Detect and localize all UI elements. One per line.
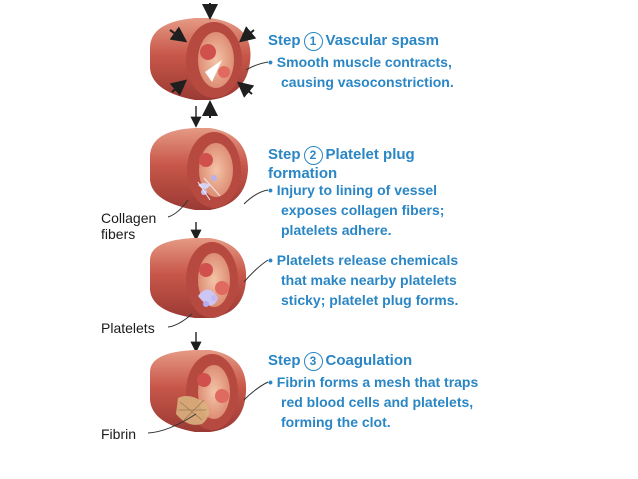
- label-leaders: [147, 61, 269, 434]
- bullet-line: • Platelets release chemicals: [268, 252, 459, 268]
- label-line: Collagen: [101, 210, 157, 226]
- step-1-number: 1: [303, 32, 323, 51]
- vessel-platelet-adhesion: [150, 128, 248, 210]
- fibrin-label: Fibrin: [101, 426, 137, 442]
- label-line: fibers: [101, 226, 136, 242]
- vessel-coagulation: [150, 350, 247, 432]
- bullet-line: exposes collagen fibers;: [281, 202, 445, 218]
- bullet-line: • Fibrin forms a mesh that traps: [268, 374, 479, 390]
- step-2-bullet-1: • Injury to lining of vessel exposes col…: [268, 180, 444, 240]
- step-2-bullet-2: • Platelets release chemicals that make …: [268, 250, 458, 310]
- bullet-line: • Injury to lining of vessel: [268, 182, 438, 198]
- collagen-fibers-label: Collagen fibers: [101, 210, 156, 242]
- step-2-title-line2: formation: [268, 165, 338, 182]
- constriction-arrows: [169, 3, 257, 118]
- bullet-line: platelets adhere.: [281, 222, 392, 238]
- bullet-line: red blood cells and platelets,: [281, 394, 474, 410]
- step-3-bullet-1: • Fibrin forms a mesh that traps red blo…: [268, 372, 478, 432]
- step-3-number: 3: [303, 352, 323, 371]
- bullet-line: sticky; platelet plug forms.: [281, 292, 459, 308]
- vessel-platelet-plug: [150, 238, 247, 318]
- step-3-title: Coagulation: [325, 352, 413, 369]
- step-2-prefix: Step: [268, 146, 301, 163]
- platelets-label: Platelets: [101, 320, 155, 336]
- bullet-line: causing vasoconstriction.: [281, 74, 454, 90]
- bullet-line: that make nearby platelets: [281, 272, 457, 288]
- bullet-line: • Smooth muscle contracts,: [268, 54, 452, 70]
- vessel-spasm: [150, 18, 251, 100]
- step-2-title: Platelet plug: [325, 146, 415, 163]
- step-1-prefix: Step: [268, 32, 301, 49]
- step-3-prefix: Step: [268, 352, 301, 369]
- step-1-bullet-1: • Smooth muscle contracts, causing vasoc…: [268, 52, 454, 92]
- step-2-number: 2: [303, 146, 323, 165]
- step-1-title: Vascular spasm: [325, 32, 439, 49]
- bullet-line: forming the clot.: [281, 414, 391, 430]
